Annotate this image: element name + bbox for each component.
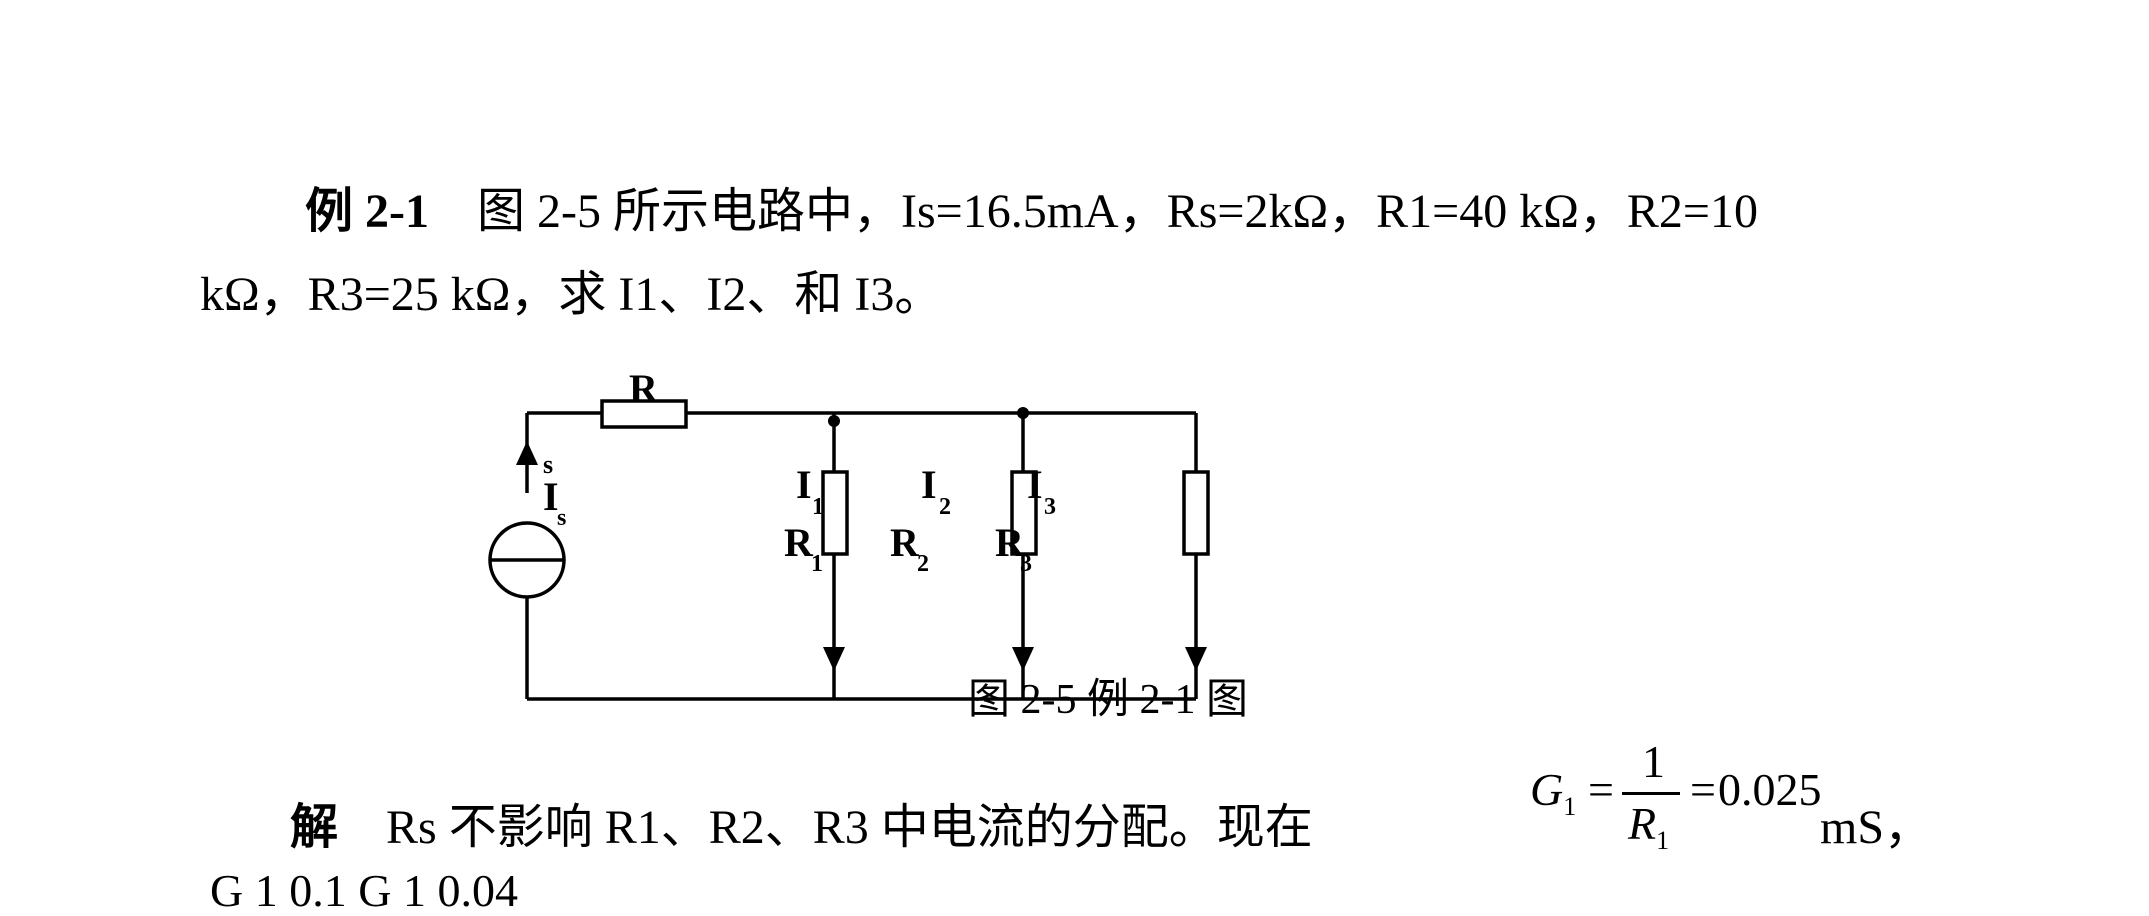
formula-equals-1: =	[1588, 764, 1614, 815]
label-r1-sub: 1	[811, 551, 823, 577]
label-i1: I	[796, 462, 812, 507]
label-is-sub: s	[557, 505, 566, 531]
label-r1: R	[784, 520, 814, 565]
next-line-partial: G 1 0.1 G 1 0.04	[210, 865, 518, 916]
solution-unit: mS，	[1820, 801, 1933, 854]
formula-numerator: 1	[1642, 736, 1665, 787]
formula-denominator: R1	[1628, 798, 1670, 856]
label-r3: R	[995, 520, 1025, 565]
label-rs: R	[629, 366, 659, 411]
label-r2-sub: 2	[917, 551, 929, 577]
node-dot-1	[828, 415, 840, 427]
problem-text-2: kΩ，R3=25 kΩ，求 I1、I2、和 I3。	[200, 268, 943, 321]
arrow-is-up	[516, 441, 538, 465]
problem-line-1: 例 2-1 图 2-5 所示电路中，Is=16.5mA，Rs=2kΩ，R1=40 …	[305, 182, 1758, 242]
node-dot-2	[1017, 407, 1029, 419]
fraction-bar	[1622, 792, 1680, 795]
label-i3: I	[1027, 462, 1043, 507]
figure-caption: 图 2-5 例 2-1 图	[968, 677, 1248, 723]
label-i3-sub: 3	[1044, 494, 1056, 520]
arrow-i3-down	[1185, 647, 1207, 671]
problem-text-1: 图 2-5 所示电路中，Is=16.5mA，Rs=2kΩ，R1=40 kΩ，R2…	[477, 185, 1759, 238]
label-r3-sub: 3	[1020, 551, 1032, 577]
resistor-r3	[1182, 470, 1210, 556]
label-i1-sub: 1	[812, 494, 824, 520]
label-i2-sub: 2	[939, 494, 951, 520]
problem-line-2: kΩ，R3=25 kΩ，求 I1、I2、和 I3。	[200, 265, 942, 325]
arrow-i2-down	[1012, 647, 1034, 671]
solution-label: 解	[290, 801, 339, 854]
solution-line: 解 Rs 不影响 R1、R2、R3 中电流的分配。现在	[290, 798, 1313, 858]
label-is: I	[543, 474, 559, 519]
resistor-rs	[600, 399, 688, 429]
example-label: 例 2-1	[305, 185, 429, 238]
label-i2: I	[921, 462, 937, 507]
formula-equals-2: =	[1690, 764, 1716, 815]
label-s: s	[543, 450, 553, 479]
formula-g: G1	[1530, 764, 1577, 822]
resistor-r1	[821, 470, 849, 556]
label-r2: R	[890, 520, 920, 565]
formula-value: 0.025	[1718, 764, 1822, 815]
arrow-i1-down	[823, 647, 845, 671]
solution-text: Rs 不影响 R1、R2、R3 中电流的分配。现在	[386, 801, 1313, 854]
